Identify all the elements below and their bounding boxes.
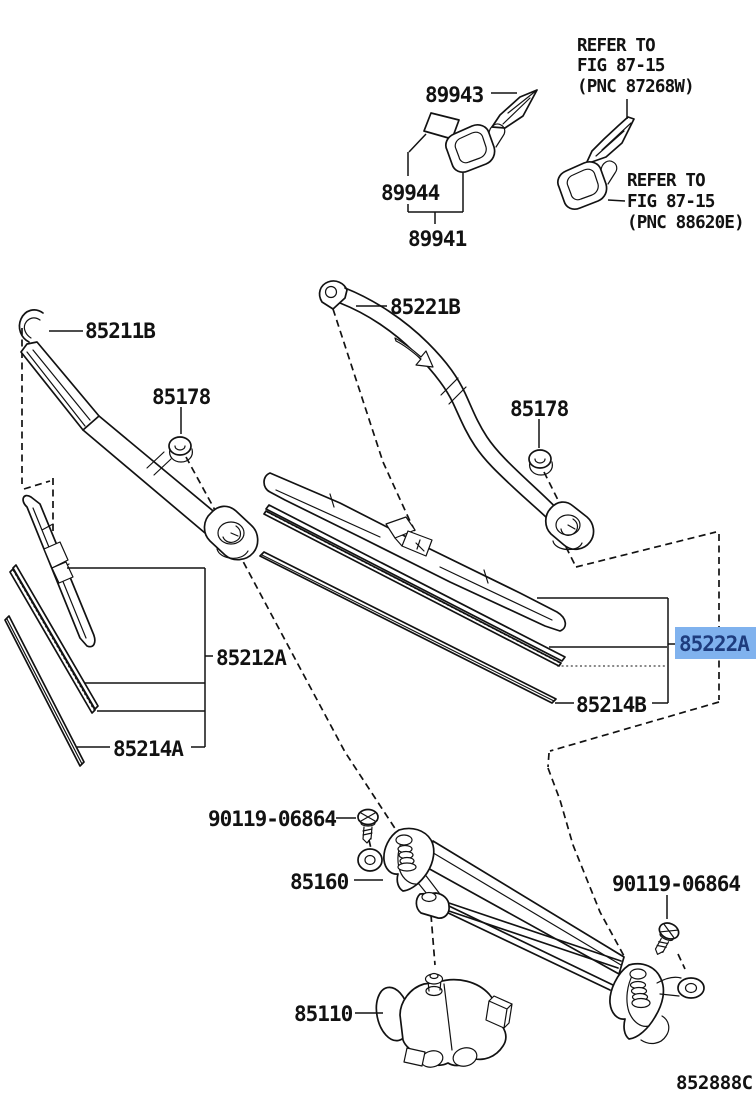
note-top-line2: FIG 87-15 xyxy=(577,56,665,76)
label-90119-left[interactable]: 90119-06864 xyxy=(208,807,337,831)
mount-screw-left-90119 xyxy=(357,808,379,844)
label-85178-left[interactable]: 85178 xyxy=(152,385,212,409)
label-85211B[interactable]: 85211B xyxy=(85,319,156,343)
label-89941[interactable]: 89941 xyxy=(408,227,468,251)
wiper-arm-left-85211B xyxy=(18,309,259,561)
label-85212A[interactable]: 85212A xyxy=(216,646,288,670)
part-labels: REFER TO FIG 87-15 (PNC 87268W) REFER TO… xyxy=(85,36,753,1094)
label-85222A-highlighted[interactable]: 85222A xyxy=(679,632,751,656)
washer-nozzle-89941 xyxy=(444,123,506,174)
note-right-line3: (PNC 88620E) xyxy=(627,213,744,233)
washer-nozzle-cover-87268W xyxy=(585,116,635,165)
label-89944[interactable]: 89944 xyxy=(381,181,441,205)
wiper-rubber-right-85214B xyxy=(259,504,566,704)
label-89943[interactable]: 89943 xyxy=(425,83,485,107)
top-cluster-leader-lines xyxy=(407,92,628,224)
wiper-motor-85110 xyxy=(375,972,513,1068)
wiper-blade-left-85212A xyxy=(22,494,96,648)
wiper-rubber-left-85214A xyxy=(4,564,99,767)
note-top-line3: (PNC 87268W) xyxy=(577,77,694,97)
note-right-line2: FIG 87-15 xyxy=(627,192,715,212)
linkage-pivot-right xyxy=(609,962,705,1045)
label-85214A[interactable]: 85214A xyxy=(113,737,185,761)
callout-bracket-right xyxy=(537,597,675,704)
wiper-arm-right-85221B xyxy=(318,280,595,551)
label-85160[interactable]: 85160 xyxy=(290,870,350,894)
wiper-blade-right-85222A xyxy=(263,472,567,632)
mount-screw-right-90119 xyxy=(654,922,680,955)
diagram-code: 852888C xyxy=(676,1072,753,1094)
note-top-line1: REFER TO xyxy=(577,36,655,56)
callout-bracket-left xyxy=(67,567,213,748)
wiper-linkage-85160 xyxy=(405,840,625,991)
arm-nut-left-85178 xyxy=(168,436,193,463)
highlight-box-85222A[interactable] xyxy=(675,627,756,659)
label-85178-right[interactable]: 85178 xyxy=(510,397,570,421)
label-85221B[interactable]: 85221B xyxy=(390,295,461,319)
washer-nozzle-88620E xyxy=(556,160,618,211)
washer-nozzle-cover-89943 xyxy=(491,89,538,129)
label-85110[interactable]: 85110 xyxy=(294,1002,354,1026)
arm-nut-right-85178 xyxy=(528,449,553,476)
note-right-line1: REFER TO xyxy=(627,171,705,191)
label-leader-lines xyxy=(49,305,668,1014)
label-90119-right[interactable]: 90119-06864 xyxy=(612,872,741,896)
linkage-pivot-left xyxy=(357,827,435,892)
label-85214B[interactable]: 85214B xyxy=(576,693,647,717)
